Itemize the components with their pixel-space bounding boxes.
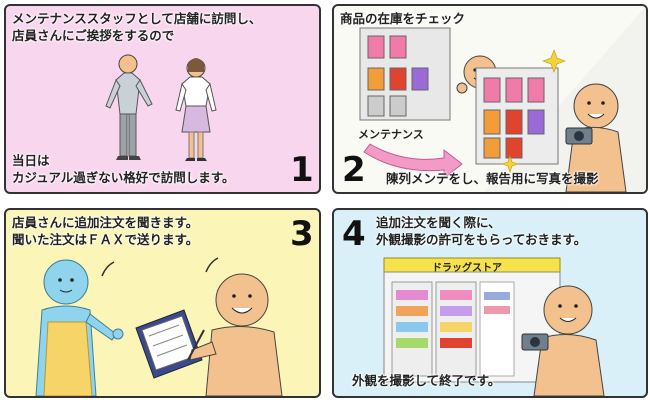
talking-marks-icon xyxy=(101,257,219,277)
caption-line: 店員さんに追加注文を聞きます。 xyxy=(12,215,199,230)
caption-line: 店員さんにご挨拶をするので xyxy=(12,28,175,43)
panel-2-caption: 商品の在庫をチェック xyxy=(340,10,465,27)
storefront xyxy=(383,257,561,383)
store-clerk-figure xyxy=(35,259,124,396)
staff-photographing-figure xyxy=(521,285,605,396)
panel-1-footer: 当日は カジュアル過ぎない格好で訪問します。 xyxy=(12,152,235,186)
panel-2-illustration xyxy=(359,6,646,192)
sparkle-icon xyxy=(501,49,566,173)
staff-writing-figure xyxy=(187,273,283,396)
caption-line: メンテナンススタッフとして店舗に訪問し、 xyxy=(12,11,262,26)
maintenance-arrow-icon xyxy=(363,143,463,180)
arrow-label: メンテナンス xyxy=(358,128,424,141)
staff-man-figure xyxy=(105,54,153,160)
panel-3-illustration xyxy=(35,257,283,396)
caption-line: 外観撮影の許可をもらっておきます。 xyxy=(376,232,587,247)
panel-number: 4 xyxy=(342,214,366,254)
panel-1-illustration xyxy=(105,54,217,161)
panel-3-caption: 店員さんに追加注文を聞きます。 聞いた注文はＦＡＸで送ります。 xyxy=(12,214,198,248)
caption-line: 商品の在庫をチェック xyxy=(340,11,466,26)
caption-line: 追加注文を聞く際に、 xyxy=(376,215,501,230)
footer-line: 当日は xyxy=(12,153,50,168)
panel-number: 1 xyxy=(290,150,314,190)
panel-4-footer: 外観を撮影して終了です。 xyxy=(352,372,500,389)
display-rack xyxy=(359,27,451,121)
footer-line: カジュアル過ぎない格好で訪問します。 xyxy=(12,170,235,185)
footer-line: 陳列メンテをし、報告用に写真を撮影 xyxy=(386,171,599,186)
display-rack-maintained xyxy=(475,67,559,165)
panel-4-caption: 追加注文を聞く際に、 外観撮影の許可をもらっておきます。 xyxy=(376,214,586,248)
footer-line: 外観を撮影して終了です。 xyxy=(352,373,501,388)
order-clipboard xyxy=(135,309,203,379)
panel-number: 3 xyxy=(290,214,314,254)
panel-2: 商品の在庫をチェック メンテナンス 陳列メンテをし、報告用に写真を撮影 2 xyxy=(332,4,648,194)
panel-1: メンテナンススタッフとして店舗に訪問し、 店員さんにご挨拶をするので 当日は カ… xyxy=(4,4,321,194)
caption-line: 聞いた注文はＦＡＸで送ります。 xyxy=(12,232,199,247)
panel-4-illustration xyxy=(383,257,605,396)
staff-woman-figure xyxy=(175,58,217,161)
pen-icon xyxy=(187,329,205,361)
panel-3: 店員さんに追加注文を聞きます。 聞いた注文はＦＡＸで送ります。 3 xyxy=(4,208,321,398)
staff-with-camera-figure xyxy=(565,83,627,192)
panel-4: 追加注文を聞く際に、 外観撮影の許可をもらっておきます。 ドラッグストア 外観を… xyxy=(332,208,648,398)
panel-number: 2 xyxy=(342,150,366,190)
panel-2-footer: 陳列メンテをし、報告用に写真を撮影 xyxy=(386,170,599,187)
panel-1-caption: メンテナンススタッフとして店舗に訪問し、 店員さんにご挨拶をするので xyxy=(12,10,261,44)
store-sign: ドラッグストア xyxy=(432,263,502,274)
